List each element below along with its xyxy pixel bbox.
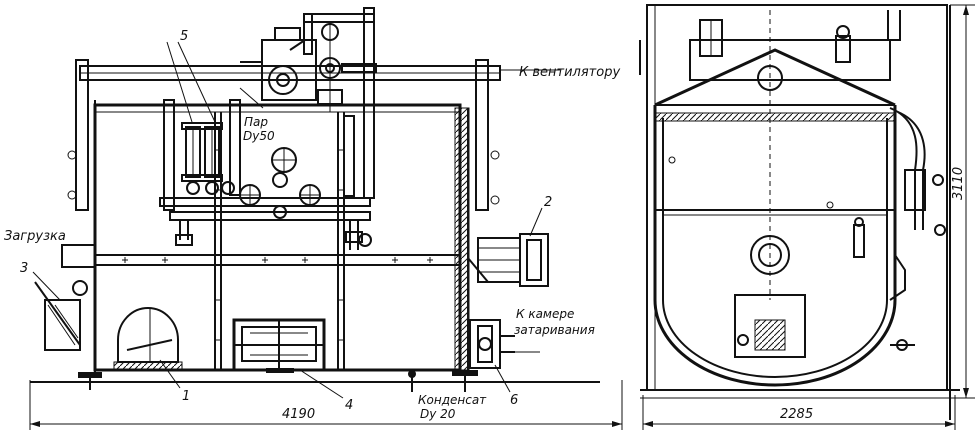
callout-5: 5 (180, 29, 188, 44)
drive-unit (519, 233, 549, 287)
discharge-unit (469, 319, 501, 369)
right-post (475, 59, 489, 211)
callout-2: 2 (544, 195, 552, 210)
drum (653, 105, 897, 387)
label-to-fan: К вентилятору (519, 65, 620, 80)
roof (654, 48, 896, 107)
end-discharge (734, 294, 806, 358)
loading-door (44, 299, 81, 351)
label-steam-dn: Dy50 (243, 129, 275, 143)
callout-6: 6 (510, 393, 518, 408)
fan-housing (261, 39, 317, 101)
label-to-packing-2: затаривания (514, 323, 595, 337)
callout-3: 3 (20, 261, 28, 276)
label-loading: Загрузка (4, 229, 66, 244)
middle-girder (94, 254, 461, 266)
dimension-height: 3110 (951, 167, 966, 200)
left-post (75, 59, 89, 211)
dimension-width: 2285 (780, 407, 813, 422)
label-steam: Пар (244, 115, 268, 129)
annotations: К вентилятору Загрузка Пар Dy50 К камере… (4, 29, 966, 422)
dimension-length: 4190 (282, 407, 315, 422)
callout-1: 1 (182, 389, 190, 404)
front-view (29, 7, 623, 430)
inspection-hatch (117, 307, 179, 363)
end-view (639, 4, 975, 430)
label-condensate-dn: Dy 20 (420, 407, 456, 421)
label-to-packing-1: К камере (516, 307, 574, 321)
right-wall (454, 107, 470, 371)
callout-4: 4 (345, 398, 353, 413)
end-frame (646, 4, 948, 391)
loading-hopper (61, 244, 96, 268)
label-condensate: Конденсат (418, 393, 487, 407)
